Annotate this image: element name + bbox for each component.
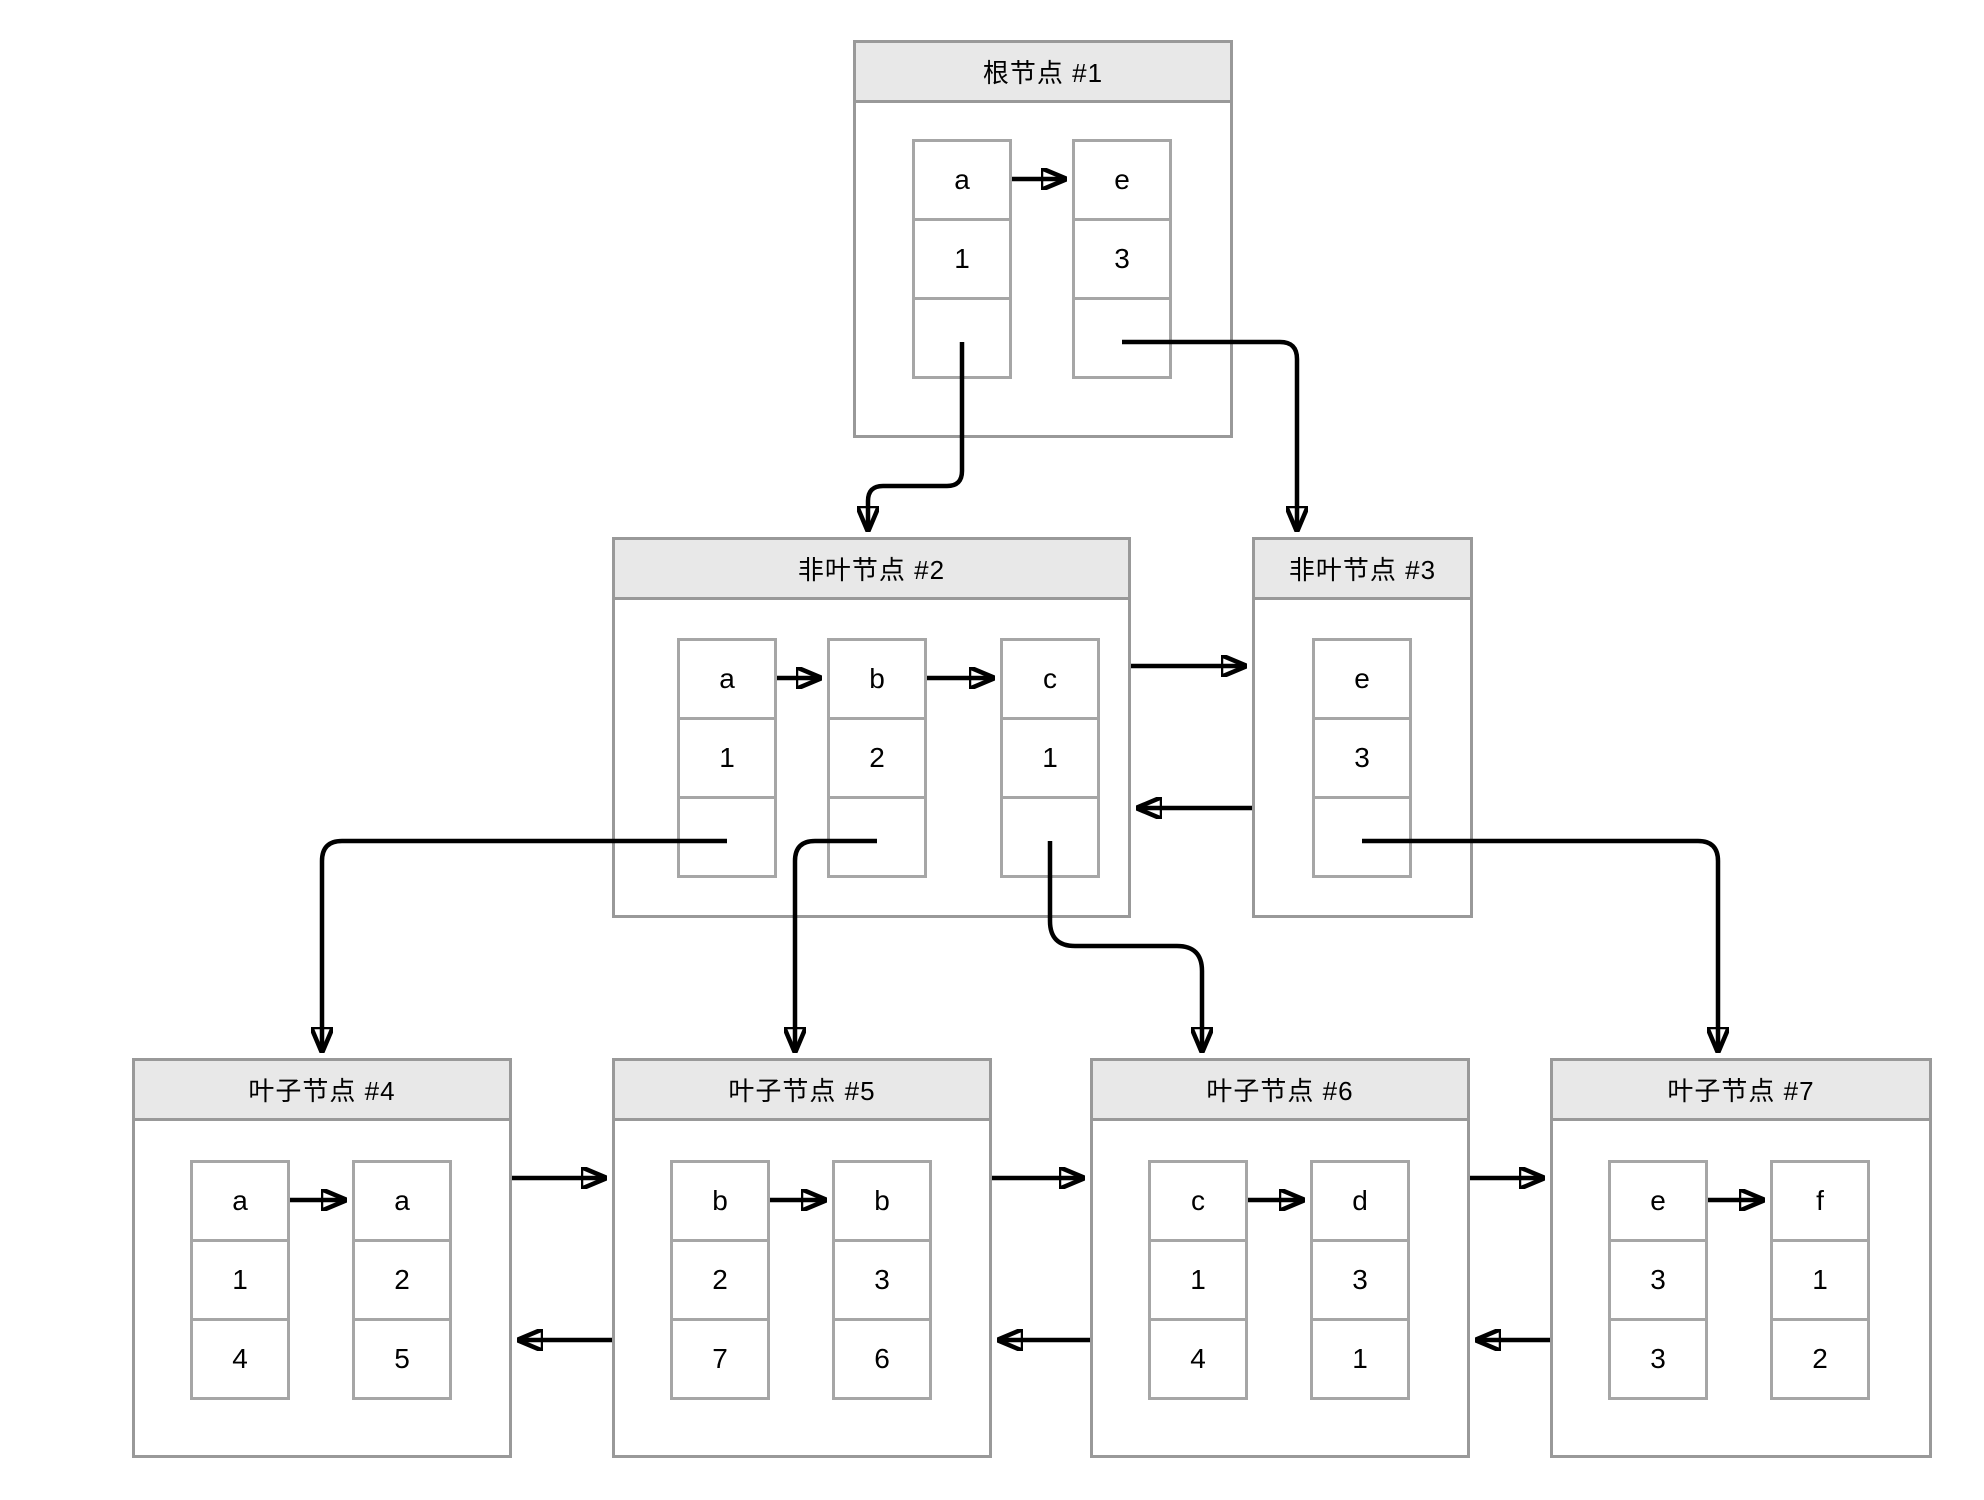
node-title: 叶子节点 #4 <box>135 1061 509 1121</box>
cell-value-row: 2 <box>830 717 924 796</box>
cell-pointer-row <box>915 297 1009 376</box>
cell-key-row: d <box>1352 1185 1368 1216</box>
cell-pointer-row <box>1315 796 1409 875</box>
cell-value-row: 5 <box>355 1318 449 1397</box>
cell-value-row: 1 <box>680 717 774 796</box>
record-cell: b 2 <box>827 638 927 878</box>
record-cell: a 2 5 <box>352 1160 452 1400</box>
cell-value-row: 6 <box>835 1318 929 1397</box>
cell-key-row: b <box>712 1185 728 1216</box>
cell-value-row: 1 <box>1773 1239 1867 1318</box>
record-cell: c 1 <box>1000 638 1100 878</box>
cell-key-row: b <box>869 663 885 694</box>
cell-key-row: c <box>1191 1185 1205 1216</box>
node-leaf-4: 叶子节点 #4 a 1 4 a 2 5 <box>132 1058 512 1458</box>
cell-key-row: f <box>1816 1185 1824 1216</box>
cell-value-row: 2 <box>1773 1318 1867 1397</box>
record-cell: e 3 <box>1072 139 1172 379</box>
cell-value-row: 3 <box>1611 1318 1705 1397</box>
cell-value-row: 3 <box>835 1239 929 1318</box>
cell-value-row: 2 <box>355 1239 449 1318</box>
cell-key-row: a <box>719 663 735 694</box>
record-cell: a 1 <box>677 638 777 878</box>
record-cell: a 1 4 <box>190 1160 290 1400</box>
node-internal-3: 非叶节点 #3 e 3 <box>1252 537 1473 918</box>
cell-pointer-row <box>830 796 924 875</box>
cell-key-row: e <box>1650 1185 1666 1216</box>
record-cell: e 3 <box>1312 638 1412 878</box>
cell-value-row: 3 <box>1315 717 1409 796</box>
cell-key-row: c <box>1043 663 1057 694</box>
cell-key-row: a <box>954 164 970 195</box>
cell-key-row: a <box>232 1185 248 1216</box>
cell-pointer-row <box>1075 297 1169 376</box>
node-title: 根节点 #1 <box>856 43 1230 103</box>
record-cell: c 1 4 <box>1148 1160 1248 1400</box>
record-cell: e 3 3 <box>1608 1160 1708 1400</box>
cell-value-row: 2 <box>673 1239 767 1318</box>
node-internal-2: 非叶节点 #2 a 1 b 2 c 1 <box>612 537 1131 918</box>
node-leaf-7: 叶子节点 #7 e 3 3 f 1 2 <box>1550 1058 1932 1458</box>
node-leaf-6: 叶子节点 #6 c 1 4 d 3 1 <box>1090 1058 1470 1458</box>
cell-value-row: 1 <box>1313 1318 1407 1397</box>
node-leaf-5: 叶子节点 #5 b 2 7 b 3 6 <box>612 1058 992 1458</box>
cell-key-row: a <box>394 1185 410 1216</box>
cell-value-row: 1 <box>193 1239 287 1318</box>
record-cell: d 3 1 <box>1310 1160 1410 1400</box>
cell-value-row: 7 <box>673 1318 767 1397</box>
cell-value-row: 1 <box>1003 717 1097 796</box>
record-cell: b 3 6 <box>832 1160 932 1400</box>
cell-value-row: 4 <box>193 1318 287 1397</box>
record-cell: b 2 7 <box>670 1160 770 1400</box>
node-title: 非叶节点 #2 <box>615 540 1128 600</box>
cell-value-row: 4 <box>1151 1318 1245 1397</box>
cell-key-row: e <box>1114 164 1130 195</box>
cell-key-row: e <box>1354 663 1370 694</box>
cell-value-row: 3 <box>1075 218 1169 297</box>
cell-pointer-row <box>680 796 774 875</box>
cell-value-row: 1 <box>915 218 1009 297</box>
cell-pointer-row <box>1003 796 1097 875</box>
cell-value-row: 3 <box>1611 1239 1705 1318</box>
record-cell: a 1 <box>912 139 1012 379</box>
node-title: 叶子节点 #7 <box>1553 1061 1929 1121</box>
node-title: 叶子节点 #6 <box>1093 1061 1467 1121</box>
node-root-1: 根节点 #1 a 1 e 3 <box>853 40 1233 438</box>
record-cell: f 1 2 <box>1770 1160 1870 1400</box>
node-title: 叶子节点 #5 <box>615 1061 989 1121</box>
cell-value-row: 3 <box>1313 1239 1407 1318</box>
node-title: 非叶节点 #3 <box>1255 540 1470 600</box>
cell-value-row: 1 <box>1151 1239 1245 1318</box>
cell-key-row: b <box>874 1185 890 1216</box>
